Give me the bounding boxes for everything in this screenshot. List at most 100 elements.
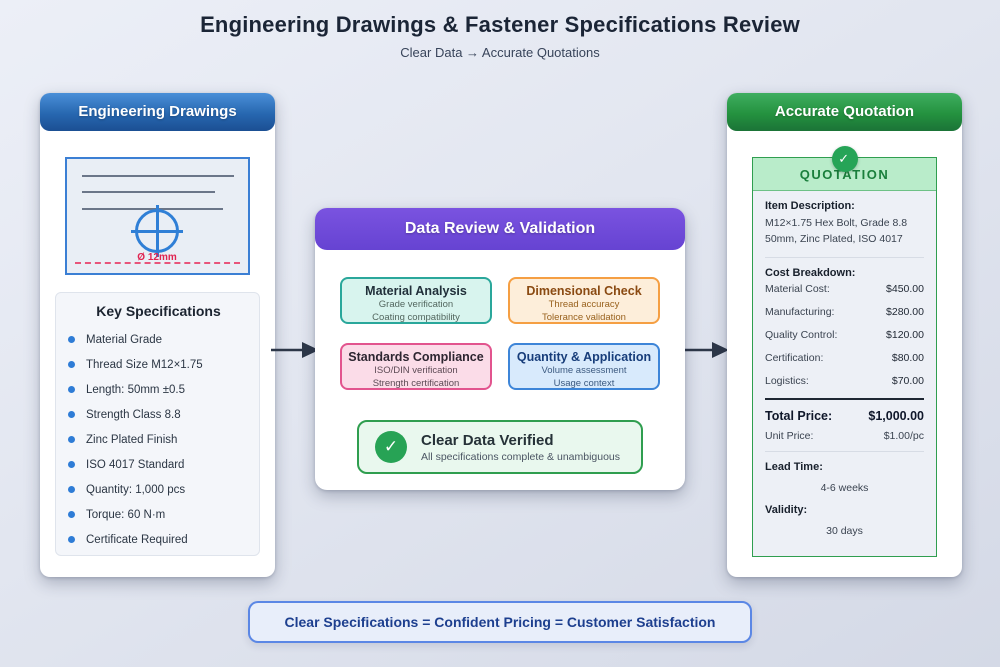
cost-label: Manufacturing: [765,305,835,318]
spec-item: Quantity: 1,000 pcs [68,477,249,502]
flow-arrow-left [271,342,319,358]
card-material-analysis: Material Analysis Grade verification Coa… [340,277,492,324]
quotation-band: ✓ QUOTATION [753,146,936,191]
diameter-label: Ø 12mm [137,252,177,263]
unit-price-label: Unit Price: [765,429,814,442]
validity-value: 30 days [826,524,863,537]
card-subline: ISO/DIN verification [374,365,458,376]
spec-item: Torque: 60 N·m [68,502,249,527]
card-standards-compliance: Standards Compliance ISO/DIN verificatio… [340,343,492,390]
spec-item: Zinc Plated Finish [68,427,249,452]
unit-price-row: Unit Price: $1.00/pc [765,430,924,442]
accurate-quotation-header: Accurate Quotation [727,93,962,131]
drawing-line [82,191,215,193]
section-dashed-line [75,262,240,264]
data-review-panel: Data Review & Validation Material Analys… [315,208,685,490]
bullet-icon [68,361,75,368]
card-subline: Volume assessment [541,365,627,376]
spec-item-label: Zinc Plated Finish [86,433,178,446]
quotation-heading: QUOTATION [799,166,890,182]
spec-item: Material Grade [68,327,249,352]
spec-item-label: Certificate Required [86,533,188,546]
quotation-document: ✓ QUOTATION Item Description: M12×1.75 H… [752,146,937,557]
engineering-drawings-header: Engineering Drawings [40,93,275,131]
item-description-label: Item Description: [765,200,855,212]
card-subline: Strength certification [372,377,460,389]
spec-item: Thread Size M12×1.75 [68,352,249,377]
cost-value: $80.00 [891,351,924,364]
spec-item-label: Quantity: 1,000 pcs [86,483,186,496]
validation-cards-grid: Material Analysis Grade verification Coa… [340,277,660,390]
spec-item-label: Thread Size M12×1.75 [86,358,203,371]
cost-label: Quality Control: [765,328,838,341]
drawing-line [82,175,234,177]
page-title: Engineering Drawings & Fastener Specific… [200,12,800,37]
specs-list: Material Grade Thread Size M12×1.75 Leng… [68,327,249,552]
cost-label: Certification: [765,351,824,364]
quotation-body: Item Description: M12×1.75 Hex Bolt, Gra… [753,191,936,537]
cost-row: Manufacturing: $280.00 [765,306,924,318]
technical-drawing: Ø 12mm [65,157,250,275]
flow-arrow-right [681,342,729,358]
check-badge-icon: ✓ [831,146,858,172]
bullet-icon [68,486,75,493]
card-dimensional-check: Dimensional Check Thread accuracy Tolera… [508,277,660,324]
spec-item: Certificate Required [68,527,249,552]
data-review-header: Data Review & Validation [315,208,685,250]
cost-value: $70.00 [891,374,924,387]
accurate-quotation-panel: Accurate Quotation ✓ QUOTATION Item Desc… [727,93,962,577]
spec-item: ISO 4017 Standard [68,452,249,477]
cost-value: $450.00 [886,282,924,295]
check-icon: ✓ [375,431,407,463]
item-description-line: M12×1.75 Hex Bolt, Grade 8.8 [765,217,908,229]
bullet-icon [68,336,75,343]
unit-price-value: $1.00/pc [883,429,924,442]
card-title: Quantity & Application [516,350,652,364]
verified-subtitle: All specifications complete & unambiguou… [421,450,621,463]
spec-item-label: Material Grade [86,333,163,346]
spec-item-label: Strength Class 8.8 [86,408,181,421]
card-subline: Grade verification [378,299,454,310]
cost-label: Logistics: [765,374,809,387]
bullet-icon [68,511,75,518]
cost-value: $280.00 [886,305,924,318]
bullet-icon [68,386,75,393]
bullet-icon [68,411,75,418]
bullet-icon [68,461,75,468]
spec-item-label: Torque: 60 N·m [86,508,166,521]
cost-breakdown-label: Cost Breakdown: [765,266,856,279]
cost-row: Certification: $80.00 [765,352,924,364]
cost-label: Material Cost: [765,282,830,295]
engineering-drawings-panel: Engineering Drawings Ø 12mm Key Specific… [40,93,275,577]
key-specifications-title: Key Specifications [96,303,221,319]
cost-row: Logistics: $70.00 [765,375,924,387]
validity-label: Validity: [765,503,808,516]
spec-item-label: ISO 4017 Standard [86,458,185,471]
card-subline: Thread accuracy [548,299,620,310]
divider [765,450,924,452]
cost-row: Quality Control: $120.00 [765,329,924,341]
bullet-icon [68,536,75,543]
card-quantity-application: Quantity & Application Volume assessment… [508,343,660,390]
cost-row: Material Cost: $450.00 [765,283,924,295]
item-description-line: 50mm, Zinc Plated, ISO 4017 [765,232,903,245]
verified-title: Clear Data Verified [421,431,554,449]
total-price-row: Total Price: $1,000.00 [765,409,924,423]
card-subline: Usage context [553,377,615,389]
total-price-value: $1,000.00 [868,408,924,423]
bullet-icon [68,436,75,443]
card-title: Dimensional Check [526,284,642,298]
page-subtitle: Clear Data → Accurate Quotations [400,45,600,60]
lead-time-label: Lead Time: [765,460,823,473]
card-title: Standards Compliance [348,350,484,364]
crosshair-vertical [156,205,159,257]
card-subline: Tolerance validation [542,311,626,323]
summary-banner: Clear Specifications = Confident Pricing… [248,601,752,643]
spec-item-label: Length: 50mm ±0.5 [86,383,186,396]
divider [765,256,924,258]
spec-item: Length: 50mm ±0.5 [68,377,249,402]
total-divider [765,397,924,400]
key-specifications-box: Key Specifications Material Grade Thread… [55,292,260,556]
lead-time-value: 4-6 weeks [820,481,869,494]
clear-data-verified-box: ✓ Clear Data Verified All specifications… [357,420,643,474]
